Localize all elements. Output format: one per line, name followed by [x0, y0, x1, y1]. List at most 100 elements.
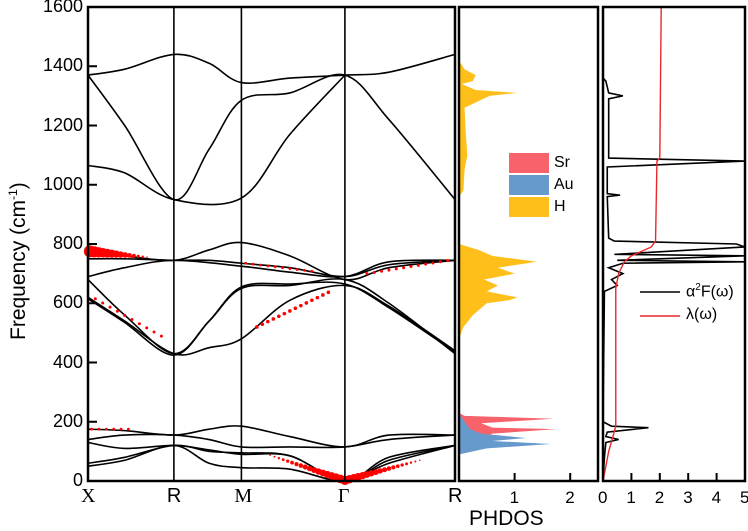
coupling-marker [382, 467, 388, 473]
coupling-marker [127, 253, 132, 258]
a2f-frame [601, 5, 747, 483]
a2f-plot [601, 5, 747, 483]
coupling-marker [380, 269, 384, 273]
coupling-marker [302, 464, 308, 470]
coupling-marker [122, 252, 128, 258]
coupling-marker [101, 301, 105, 305]
coupling-marker [255, 325, 259, 329]
a2f-legend-label-0: α2F(ω) [686, 282, 734, 301]
coupling-marker [282, 311, 287, 316]
legend-label-au: Au [554, 176, 574, 193]
phdos-area-h [459, 60, 537, 339]
coupling-marker [112, 427, 116, 431]
coupling-marker [290, 460, 294, 465]
legend-swatch-sr [509, 153, 549, 173]
coupling-marker [269, 454, 271, 456]
coupling-marker [310, 269, 314, 273]
coupling-marker [288, 267, 292, 270]
coupling-marker [288, 309, 292, 313]
legend-label-h: H [554, 198, 566, 215]
coupling-marker [416, 263, 420, 267]
coupling-marker [244, 261, 248, 265]
coupling-marker [321, 293, 325, 297]
phonon-band-low-5 [87, 444, 456, 482]
coupling-marker [326, 290, 331, 295]
coupling-marker [372, 469, 379, 476]
coupling-marker [293, 306, 298, 311]
coupling-marker [414, 460, 417, 463]
band-structure-plot [83, 5, 457, 485]
phonon-band-mid-3 [87, 259, 456, 278]
coupling-marker [298, 463, 304, 468]
phonon-band-top-1 [87, 53, 456, 84]
band-frame [86, 5, 457, 483]
a2f-x-tick-label: 2 [654, 488, 665, 507]
coupling-marker [394, 267, 398, 271]
coupling-marker [281, 458, 285, 462]
phdos-x-tick-label: 1 [509, 488, 520, 507]
y-tick-label: 400 [52, 351, 83, 372]
k-point-label-3: Γ [337, 485, 350, 507]
coupling-marker [145, 326, 149, 330]
coupling-marker [93, 297, 97, 301]
phdos-x-tick-label: 2 [565, 488, 575, 507]
phonon-band-low-4 [87, 444, 456, 482]
coupling-marker [311, 467, 318, 473]
k-point-label-1: R [166, 485, 182, 507]
phdos-area-au [459, 412, 551, 455]
coupling-marker [137, 322, 141, 326]
k-point-label-2: M [234, 485, 253, 507]
k-point-label-0: X [81, 485, 96, 507]
coupling-marker [281, 266, 284, 270]
y-tick-label: 1600 [42, 0, 83, 16]
coupling-marker [266, 319, 270, 324]
k-point-label-4: R [448, 485, 463, 507]
y-axis-label: Frequency (cm-1) [6, 182, 31, 340]
phonon-band-top-3 [87, 74, 346, 206]
phonon-band-low-1 [87, 425, 456, 448]
phonon-band-mid-6 [87, 281, 456, 356]
coupling-marker [266, 264, 270, 268]
coupling-marker [131, 253, 136, 258]
coupling-marker [277, 456, 281, 460]
phonon-band-mid-4 [87, 278, 456, 355]
coupling-marker [159, 334, 163, 338]
coupling-marker [424, 262, 428, 266]
coupling-marker [377, 468, 383, 474]
legend-swatch-h [509, 197, 549, 217]
coupling-marker [391, 465, 396, 470]
y-tick-label: 200 [52, 410, 83, 431]
a2f-x-tick-label: 4 [711, 488, 722, 507]
coupling-marker [372, 270, 376, 274]
coupling-marker [286, 459, 290, 463]
coupling-marker [294, 462, 299, 467]
coupling-marker [251, 262, 255, 266]
coupling-marker [431, 261, 435, 265]
coupling-marker [387, 268, 391, 272]
coupling-marker [123, 313, 127, 317]
coupling-marker [402, 266, 406, 270]
legend-label-sr: Sr [554, 154, 570, 171]
coupling-marker [400, 463, 404, 467]
coupling-marker [405, 462, 408, 466]
y-tick-label: 1000 [42, 173, 83, 194]
coupling-marker [304, 301, 309, 305]
coupling-marker [273, 265, 277, 269]
coupling-marker [310, 298, 314, 303]
coupling-marker [146, 256, 148, 258]
phdos-frame [457, 5, 600, 483]
phonon-band-low-2 [87, 433, 456, 449]
a2f-curve [602, 77, 746, 482]
a2f-x-tick-label: 5 [740, 488, 748, 507]
coupling-marker [419, 459, 421, 462]
coupling-marker [306, 465, 313, 472]
coupling-marker [409, 265, 413, 269]
a2f-x-tick-label: 0 [598, 488, 608, 507]
coupling-marker [277, 314, 281, 319]
coupling-marker [115, 309, 119, 313]
phdos-x-axis-label: PHDOS [469, 507, 544, 530]
a2f-x-tick-label: 3 [683, 488, 693, 507]
coupling-marker [104, 427, 108, 431]
phonon-band-top-2 [87, 73, 456, 201]
